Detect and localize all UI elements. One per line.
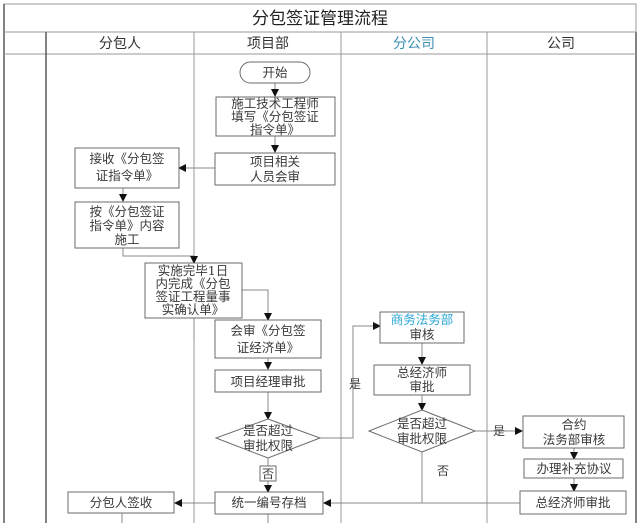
node-legal-review: 商务法务部 审核 bbox=[379, 311, 465, 344]
connectors bbox=[119, 83, 578, 523]
node-fill-order: 施工技术工程师 填写《分包签证 指令单》 bbox=[215, 96, 336, 137]
node-decision-project: 是否超过 审批权限 bbox=[214, 418, 322, 459]
node-construct-line3: 施工 bbox=[114, 232, 139, 247]
node-decision-branch-line1: 是否超过 bbox=[397, 416, 448, 431]
node-review-economic-line1: 会审《分包签 bbox=[230, 323, 306, 338]
node-construct-line2: 指令单》内容 bbox=[89, 218, 164, 233]
node-chief-branch-line2: 审批 bbox=[409, 379, 434, 394]
node-start-text: 开始 bbox=[262, 65, 288, 80]
node-complete-confirm-line3: 签证工程量事 bbox=[155, 289, 230, 304]
node-decision-branch: 是否超过 审批权限 bbox=[367, 409, 477, 453]
node-decision-branch-line2: 审批权限 bbox=[397, 431, 448, 446]
node-review-economic-line2: 证经济单》 bbox=[237, 340, 300, 355]
lane-header-subcontractor: 分包人 bbox=[99, 36, 141, 52]
label-project-yes: 是 bbox=[349, 377, 361, 391]
node-pm-approve: 项目经理审批 bbox=[214, 369, 322, 393]
node-receive-order-line1: 接收《分包签 bbox=[89, 151, 165, 166]
lane-header-company: 公司 bbox=[547, 36, 575, 52]
node-sub-sign: 分包人签收 bbox=[67, 491, 175, 514]
node-complete-confirm-line1: 实施完毕1日 bbox=[158, 263, 228, 278]
node-archive: 统一编号存档 bbox=[214, 491, 324, 515]
label-project-no: 否 bbox=[259, 465, 277, 482]
edge-construct-to-complete bbox=[122, 248, 198, 264]
edge-complete-to-economic bbox=[242, 289, 272, 321]
edge-decision-yes-to-legal bbox=[320, 322, 381, 439]
node-legal-review-line2: 审核 bbox=[409, 327, 435, 342]
node-fill-order-line1: 施工技术工程师 bbox=[231, 96, 319, 111]
label-branch-no: 否 bbox=[437, 464, 449, 478]
node-complete-confirm: 实施完毕1日 内完成《分包 签证工程量事 实确认单》 bbox=[144, 262, 243, 319]
diagram-title: 分包签证管理流程 bbox=[252, 9, 388, 29]
node-complete-confirm-line4: 实确认单》 bbox=[162, 302, 225, 317]
node-start: 开始 bbox=[239, 61, 311, 84]
node-construct: 按《分包签证 指令单》内容 施工 bbox=[74, 201, 180, 249]
node-construct-line1: 按《分包签证 bbox=[89, 204, 165, 219]
node-legal-review-line1: 商务法务部 bbox=[391, 312, 454, 327]
lane-header-branch: 分公司 bbox=[393, 36, 435, 52]
node-supplement: 办理补充协议 bbox=[523, 458, 624, 479]
node-review-economic: 会审《分包签 证经济单》 bbox=[214, 319, 322, 359]
swimlane-grid bbox=[3, 3, 637, 523]
node-receive-order-line2: 证指令单》 bbox=[96, 168, 159, 183]
node-joint-review: 项目相关 人员会审 bbox=[214, 152, 336, 186]
label-project-no-text: 否 bbox=[262, 467, 274, 481]
node-supplement-text: 办理补充协议 bbox=[536, 461, 612, 476]
node-joint-review-line2: 人员会审 bbox=[250, 169, 300, 184]
node-fill-order-line3: 指令单》 bbox=[250, 122, 300, 137]
node-archive-text: 统一编号存档 bbox=[231, 495, 306, 510]
label-branch-yes: 是 bbox=[493, 424, 505, 438]
node-sub-sign-text: 分包人签收 bbox=[90, 495, 153, 510]
node-pm-approve-text: 项目经理审批 bbox=[230, 374, 305, 389]
node-decision-project-line1: 是否超过 bbox=[243, 423, 294, 438]
node-chief-economist-branch: 总经济师 审批 bbox=[373, 364, 471, 396]
node-decision-project-line2: 审批权限 bbox=[243, 438, 294, 453]
node-contract-legal: 合约 法务部审核 bbox=[522, 415, 625, 449]
node-contract-legal-line2: 法务部审核 bbox=[543, 432, 606, 447]
node-joint-review-line1: 项目相关 bbox=[250, 154, 300, 169]
node-complete-confirm-line2: 内完成《分包 bbox=[155, 276, 230, 291]
node-chief-economist-company: 总经济师审批 bbox=[519, 490, 627, 515]
node-chief-company-text: 总经济师审批 bbox=[535, 495, 610, 510]
node-receive-order: 接收《分包签 证指令单》 bbox=[74, 147, 180, 189]
node-fill-order-line2: 填写《分包签证 bbox=[231, 109, 319, 124]
lane-header-project-dept: 项目部 bbox=[247, 36, 289, 52]
node-chief-branch-line1: 总经济师 bbox=[397, 365, 447, 380]
node-contract-legal-line1: 合约 bbox=[561, 417, 586, 432]
